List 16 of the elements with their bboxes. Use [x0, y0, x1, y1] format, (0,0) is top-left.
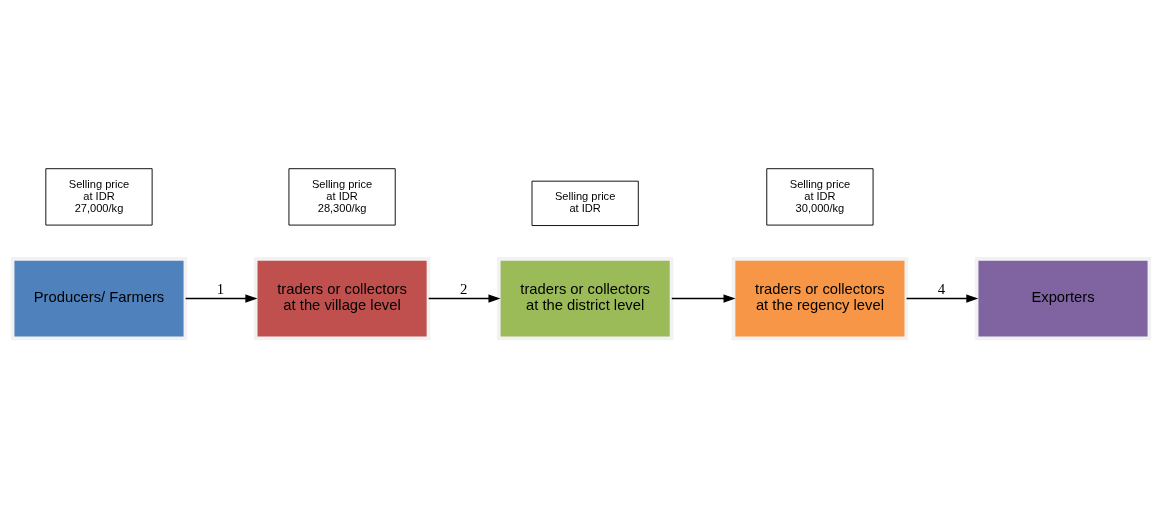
edge-label: 4: [937, 280, 946, 297]
arrow: [184, 293, 258, 303]
node-box: Selling price at IDR: [531, 180, 639, 226]
node-box: traders or collectors at the regency level: [731, 256, 909, 340]
node-box: Producers/ Farmers: [10, 256, 188, 340]
node-box: traders or collectors at the district level: [496, 256, 674, 340]
node-box: traders or collectors at the village level: [253, 256, 431, 340]
edge-label: 2: [459, 280, 468, 297]
arrow: [428, 293, 501, 303]
node-box: Selling price at IDR 27,000/kg: [45, 167, 153, 226]
node-box: Selling price at IDR 30,000/kg: [766, 167, 874, 226]
node-box: Exporters: [974, 256, 1152, 340]
node-box: Selling price at IDR 28,300/kg: [288, 167, 396, 226]
edge-label: 1: [216, 280, 225, 297]
arrow: [671, 293, 736, 303]
arrow: [905, 293, 979, 303]
